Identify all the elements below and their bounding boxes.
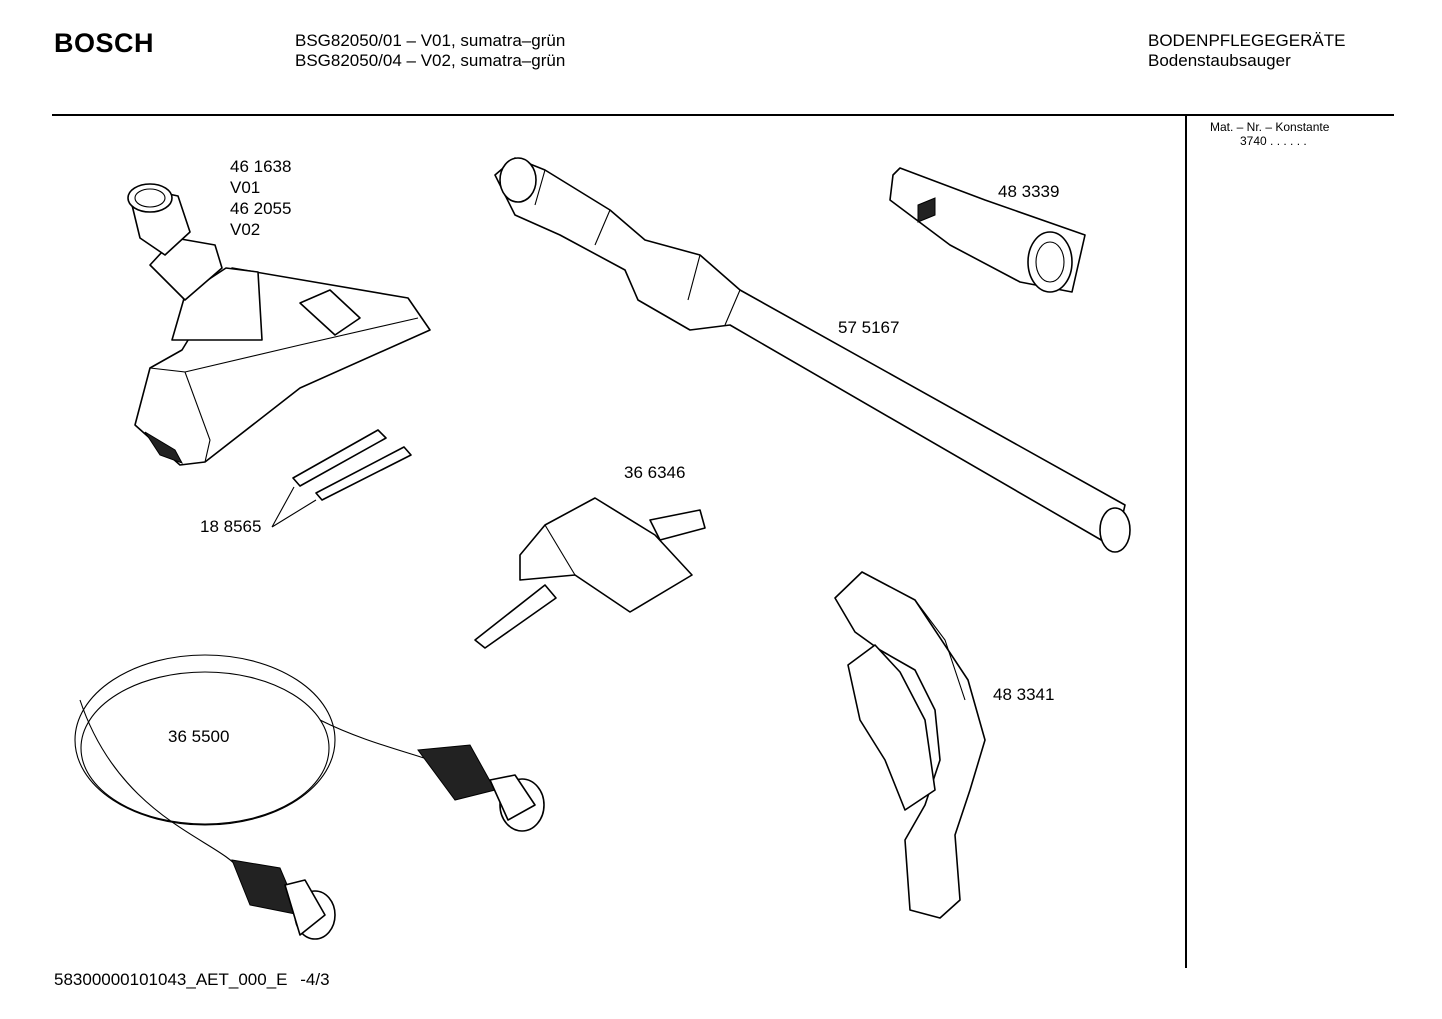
material-number-value: 3740 . . . . . . — [1240, 134, 1307, 148]
page-number: -4/3 — [300, 970, 330, 989]
hose-drawing — [74, 654, 545, 940]
category-title: BODENPFLEGEGERÄTE — [1148, 31, 1346, 50]
crevice-tool-drawing — [474, 497, 706, 649]
tube-drawing — [494, 157, 1131, 553]
part-label-462055: 46 2055 — [230, 199, 292, 218]
part-number-hose: 36 5500 — [168, 727, 230, 746]
variant-label-v02: V02 — [230, 220, 261, 239]
category: BODENPFLEGEGERÄTE Bodenstaubsauger — [1148, 31, 1345, 71]
part-number-upholstery-nozzle: 48 3339 — [998, 182, 1060, 201]
floor-nozzle-drawing — [127, 183, 431, 466]
model-list: BSG82050/01 – V01, sumatra–grün BSG82050… — [295, 31, 565, 71]
footer: 58300000101043_AET_000_E -4/3 — [54, 970, 330, 990]
part-number-crevice-tool: 36 6346 — [624, 463, 686, 482]
model-line-1: BSG82050/01 – V01, sumatra–grün — [295, 31, 566, 50]
part-number-handle: 48 3341 — [993, 685, 1055, 704]
model-line-2: BSG82050/04 – V02, sumatra–grün — [295, 51, 566, 70]
material-number-box: Mat. – Nr. – Konstante 3740 . . . . . . — [1210, 120, 1329, 148]
document-id: 58300000101043_AET_000_E — [54, 970, 288, 989]
material-number-label: Mat. – Nr. – Konstante — [1210, 120, 1330, 134]
strips-drawing — [271, 429, 412, 528]
part-number-floor-nozzle-v01: 46 1638 V01 46 2055 V02 — [230, 156, 291, 240]
category-subtitle: Bodenstaubsauger — [1148, 51, 1291, 70]
upholstery-nozzle-drawing — [889, 167, 1086, 293]
part-number-tube: 57 5167 — [838, 318, 900, 337]
variant-label-v01: V01 — [230, 178, 261, 197]
brand-logo: BOSCH — [54, 28, 155, 58]
handle-drawing — [834, 571, 986, 919]
part-number-strips: 18 8565 — [200, 517, 262, 536]
part-label-461638: 46 1638 — [230, 157, 292, 176]
header-divider — [52, 114, 1394, 116]
sidebar-divider — [1185, 116, 1187, 968]
